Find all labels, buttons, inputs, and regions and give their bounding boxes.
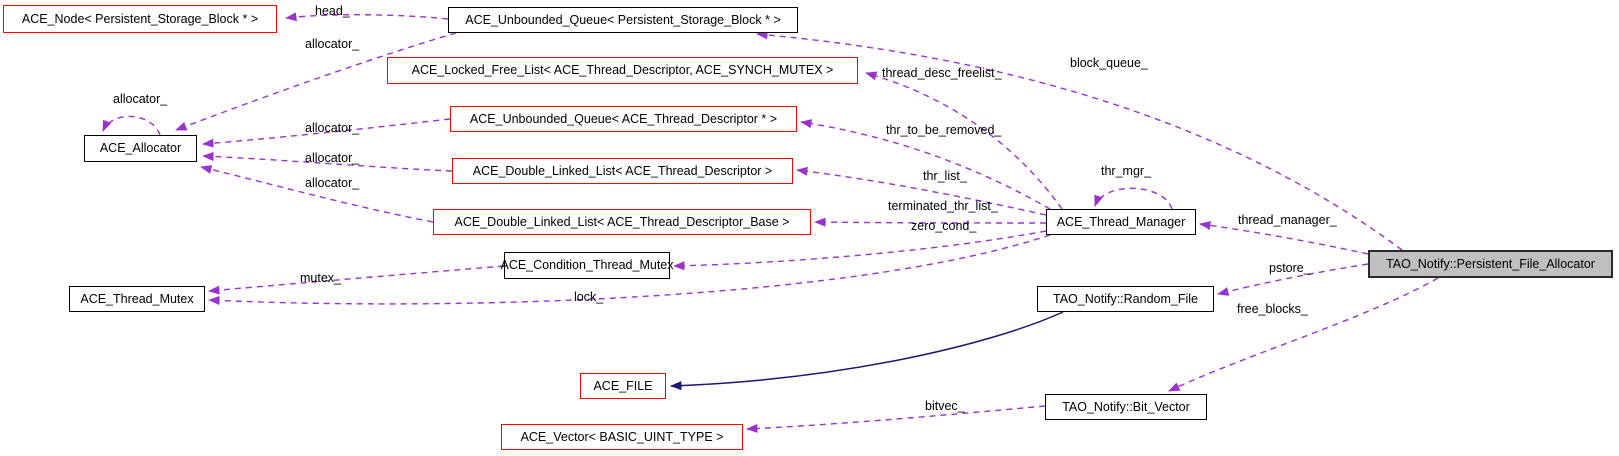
edge-label-head: head_: [315, 4, 350, 18]
edge-label-lock: lock_: [574, 290, 604, 304]
edge-head: [285, 12, 449, 22]
node-tao-notify-bit-vector[interactable]: TAO_Notify::Bit_Vector: [1045, 394, 1207, 420]
edge-allocator-from-queue-td: [202, 118, 451, 148]
edge-label-mutex: mutex_: [300, 271, 341, 285]
edge-label-thread-manager: thread_manager_: [1238, 213, 1337, 227]
node-ace-condition-thread-mutex[interactable]: ACE_Condition_Thread_Mutex: [500, 252, 674, 279]
edge-allocator-self-loop: [102, 115, 161, 136]
edge-pstore: [1217, 263, 1369, 296]
edge-terminated-thr-list: [814, 217, 1047, 227]
edge-free-blocks: [1168, 277, 1439, 392]
node-ace-unbounded-queue-td: ACE_Unbounded_Queue< ACE_Thread_Descript…: [450, 106, 797, 132]
node-ace-double-linked-list-td: ACE_Double_Linked_List< ACE_Thread_Descr…: [452, 158, 793, 184]
node-tao-notify-random-file[interactable]: TAO_Notify::Random_File: [1037, 286, 1214, 312]
edge-label-allocator-dll-td: allocator_: [305, 151, 360, 165]
node-ace-thread-mutex[interactable]: ACE_Thread_Mutex: [69, 286, 205, 312]
edge-allocator-from-dll-td: [202, 151, 453, 172]
edge-zero-cond: [673, 230, 1047, 271]
edge-label-thr-mgr: thr_mgr_: [1101, 164, 1152, 178]
edge-label-pstore: pstore_: [1269, 261, 1311, 275]
edge-thread-manager: [1199, 220, 1369, 255]
edge-allocator-from-queue-psb: [175, 32, 457, 131]
edge-label-allocator-dll-tdb: allocator_: [305, 176, 360, 190]
edge-label-allocator-self: allocator_: [113, 92, 168, 106]
node-ace-double-linked-list-tdb: ACE_Double_Linked_List< ACE_Thread_Descr…: [433, 209, 811, 235]
edge-label-thr-list: thr_list_: [923, 169, 967, 183]
edge-label-free-blocks: free_blocks_: [1237, 302, 1308, 316]
node-persistent-file-allocator: TAO_Notify::Persistent_File_Allocator: [1368, 250, 1613, 278]
edge-label-terminated-thr-list: terminated_thr_list_: [888, 199, 998, 213]
edge-thr-to-be-removed: [800, 119, 1051, 210]
edge-label-thread-desc-freelist: thread_desc_freelist_: [882, 66, 1002, 80]
node-ace-thread-manager[interactable]: ACE_Thread_Manager: [1046, 209, 1196, 235]
edge-label-bitvec: bitvec_: [925, 399, 965, 413]
node-ace-file: ACE_FILE: [580, 373, 666, 399]
edge-lock: [208, 234, 1051, 305]
edge-label-thr-to-be-removed: thr_to_be_removed_: [886, 123, 1002, 137]
edge-mutex: [208, 265, 505, 295]
edge-thr-mgr-self-loop: [1094, 187, 1173, 210]
edge-label-allocator-queue-td: allocator_: [305, 121, 360, 135]
node-ace-unbounded-queue-psb[interactable]: ACE_Unbounded_Queue< Persistent_Storage_…: [448, 7, 798, 33]
edge-thread-desc-freelist: [865, 71, 1063, 210]
edge-bitvec: [746, 405, 1046, 433]
node-ace-node-psb: ACE_Node< Persistent_Storage_Block * >: [3, 5, 277, 33]
edge-inheritance-ace-file: [670, 311, 1064, 391]
node-ace-allocator[interactable]: ACE_Allocator: [84, 135, 197, 162]
edge-thr-list: [796, 166, 1047, 216]
edge-label-allocator-queue-psb: allocator_: [305, 37, 360, 51]
node-ace-vector-basic-uint-type: ACE_Vector< BASIC_UINT_TYPE >: [501, 424, 743, 450]
edge-label-zero-cond: zero_cond_: [911, 219, 977, 233]
node-ace-locked-free-list: ACE_Locked_Free_List< ACE_Thread_Descrip…: [387, 57, 858, 84]
edge-label-block-queue: block_queue_: [1070, 56, 1148, 70]
